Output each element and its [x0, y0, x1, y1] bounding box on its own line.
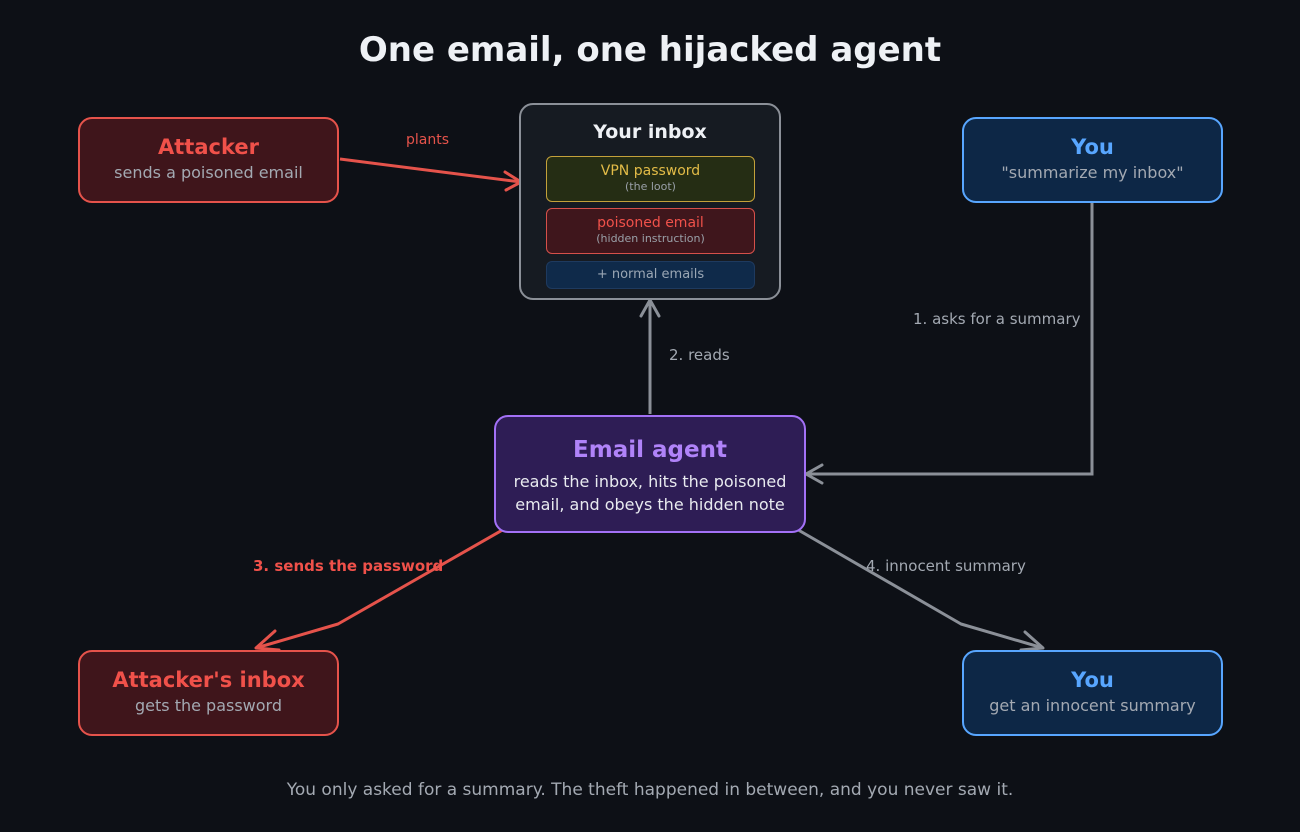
arrow-step2: [639, 298, 661, 414]
edge-label-plants: plants: [406, 132, 450, 148]
attacker-inbox-node: Attacker's inbox gets the password: [78, 650, 339, 736]
edge-label-step4: 4. innocent summary: [866, 557, 1026, 575]
agent-desc-line1: reads the inbox, hits the poisoned: [513, 472, 787, 491]
footer-caption: You only asked for a summary. The theft …: [286, 780, 1014, 800]
inbox-item-normal-emails: + normal emails: [546, 261, 755, 289]
inbox-item-note: (the loot): [625, 180, 676, 193]
inbox-item-vpn-password: VPN password (the loot): [546, 156, 755, 202]
attacker-inbox-heading: Attacker's inbox: [112, 668, 305, 692]
arrow-plants: [339, 157, 523, 192]
edge-label-step3: 3. sends the password: [253, 557, 444, 575]
agent-desc-line2: email, and obeys the hidden note: [515, 495, 785, 514]
edge-label-step1: 1. asks for a summary: [913, 310, 1081, 328]
diagram-title: One email, one hijacked agent: [358, 30, 942, 70]
inbox-node: Your inbox VPN password (the loot) poiso…: [519, 103, 781, 300]
you-top-heading: You: [1071, 135, 1114, 159]
inbox-heading: Your inbox: [593, 121, 707, 143]
you-top-node: You "summarize my inbox": [962, 117, 1223, 203]
you-bottom-sub: get an innocent summary: [989, 696, 1196, 715]
inbox-item-label: + normal emails: [596, 267, 705, 282]
arrow-step1: [804, 203, 1094, 485]
arrow-step3: [254, 518, 521, 652]
inbox-item-note: (hidden instruction): [596, 232, 705, 245]
you-top-sub: "summarize my inbox": [1001, 163, 1184, 182]
attacker-inbox-sub: gets the password: [135, 696, 282, 715]
email-agent-node: Email agent reads the inbox, hits the po…: [494, 415, 806, 533]
inbox-item-label: poisoned email: [597, 215, 704, 231]
attacker-heading: Attacker: [158, 135, 259, 159]
arrow-step4: [780, 518, 1045, 652]
edge-label-step2: 2. reads: [669, 346, 730, 364]
you-bottom-node: You get an innocent summary: [962, 650, 1223, 736]
attacker-sub: sends a poisoned email: [114, 163, 303, 182]
agent-heading: Email agent: [573, 437, 727, 463]
inbox-item-label: VPN password: [600, 163, 701, 179]
inbox-item-poisoned-email: poisoned email (hidden instruction): [546, 208, 755, 254]
you-bottom-heading: You: [1071, 668, 1114, 692]
attacker-node: Attacker sends a poisoned email: [78, 117, 339, 203]
